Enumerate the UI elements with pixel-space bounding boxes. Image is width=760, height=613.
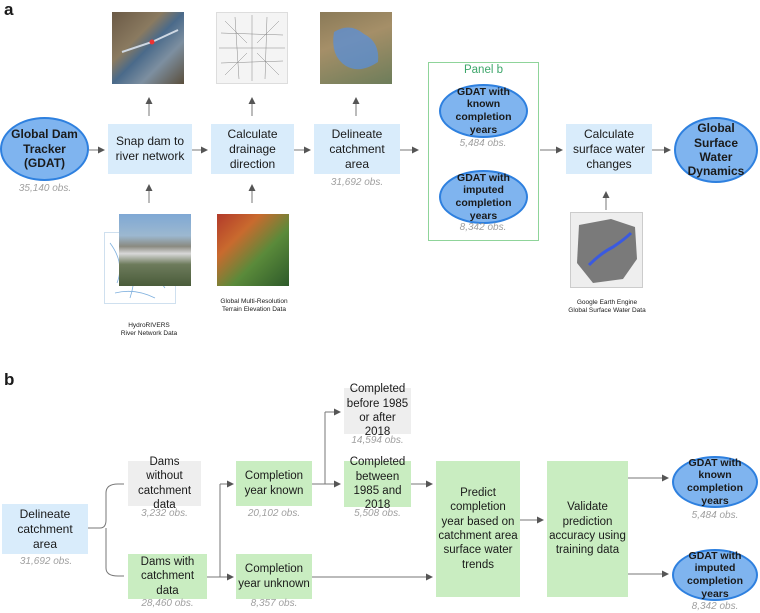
year-unknown-obs: 8,357 obs. <box>250 598 298 609</box>
panel-b-frame <box>428 62 539 241</box>
completed-between-range: Completed between 1985 and 2018 <box>344 456 411 511</box>
hydrorivers-caption: HydroRIVERS River Network Data <box>102 322 196 339</box>
dams-with-catchment: Dams with catchment data <box>128 554 207 599</box>
hydrorivers-caption-line-2: River Network Data <box>120 330 178 338</box>
predict-completion-year-step: Predict completion year based on catchme… <box>436 461 520 597</box>
completion-year-known: Completion year known <box>236 461 312 506</box>
gee-caption-line-2: Global Surface Water Data <box>568 307 646 315</box>
panel-b-label: b <box>4 370 15 389</box>
dams-without-catchment: Dams without catchment data <box>128 456 201 511</box>
validate-prediction-step: Validate prediction accuracy using train… <box>547 461 628 597</box>
gdat-known-node-b: GDAT with known completion years <box>672 456 758 508</box>
outside-range-obs: 14,594 obs. <box>351 435 404 446</box>
completed-outside-range: Completed before 1985 or after 2018 <box>344 383 411 438</box>
terrain-caption-line-2: Terrain Elevation Data <box>222 306 286 314</box>
delineate-obs-b: 31,692 obs. <box>19 556 73 567</box>
gdat-imputed-obs-b: 8,342 obs. <box>691 601 739 612</box>
catchment-area-image <box>320 12 392 84</box>
gdat-source-node: Global Dam Tracker (GDAT) <box>0 117 89 181</box>
gdat-known-node-a: GDAT with known completion years <box>439 84 528 138</box>
snap-dam-step: Snap dam to river network <box>108 124 192 174</box>
gdat-known-obs-b: 5,484 obs. <box>691 510 739 521</box>
surface-water-map-image <box>570 212 643 288</box>
gdat-imputed-node-a: GDAT with imputed completion years <box>439 170 528 224</box>
surface-water-step: Calculate surface water changes <box>566 124 652 174</box>
delineate-catchment-step-b: Delineate catchment area <box>2 504 88 554</box>
hydrorivers-caption-line-1: HydroRIVERS <box>128 322 170 329</box>
terrain-elevation-image <box>217 214 289 286</box>
year-known-obs: 20,102 obs. <box>247 508 301 519</box>
panel-b-frame-title: Panel b <box>463 64 503 76</box>
terrain-caption: Global Multi-Resolution Terrain Elevatio… <box>206 298 302 315</box>
delineate-obs-count: 31,692 obs. <box>330 177 384 188</box>
gdat-imputed-obs-a: 8,342 obs. <box>459 222 507 233</box>
panel-a-label: a <box>4 0 14 19</box>
gdat-imputed-node-b: GDAT with imputed completion years <box>672 549 758 601</box>
completion-year-unknown: Completion year unknown <box>236 554 312 599</box>
gee-caption: Google Earth Engine Global Surface Water… <box>560 299 654 316</box>
delineate-catchment-step: Delineate catchment area <box>314 124 400 174</box>
dams-without-obs: 3,232 obs. <box>141 508 188 519</box>
drainage-direction-step: Calculate drainage direction <box>211 124 294 174</box>
dams-with-obs: 28,460 obs. <box>141 598 194 609</box>
terrain-caption-line-1: Global Multi-Resolution <box>220 298 288 305</box>
gdat-known-obs-a: 5,484 obs. <box>459 138 507 149</box>
drainage-direction-image <box>216 12 288 84</box>
gee-caption-line-1: Google Earth Engine <box>576 299 638 306</box>
gdat-obs-count: 35,140 obs. <box>18 183 72 194</box>
between-range-obs: 5,508 obs. <box>354 508 401 519</box>
gswd-output-node: Global Surface Water Dynamics <box>674 117 758 183</box>
dam-photo-image <box>119 214 191 286</box>
dam-satellite-image <box>112 12 184 84</box>
